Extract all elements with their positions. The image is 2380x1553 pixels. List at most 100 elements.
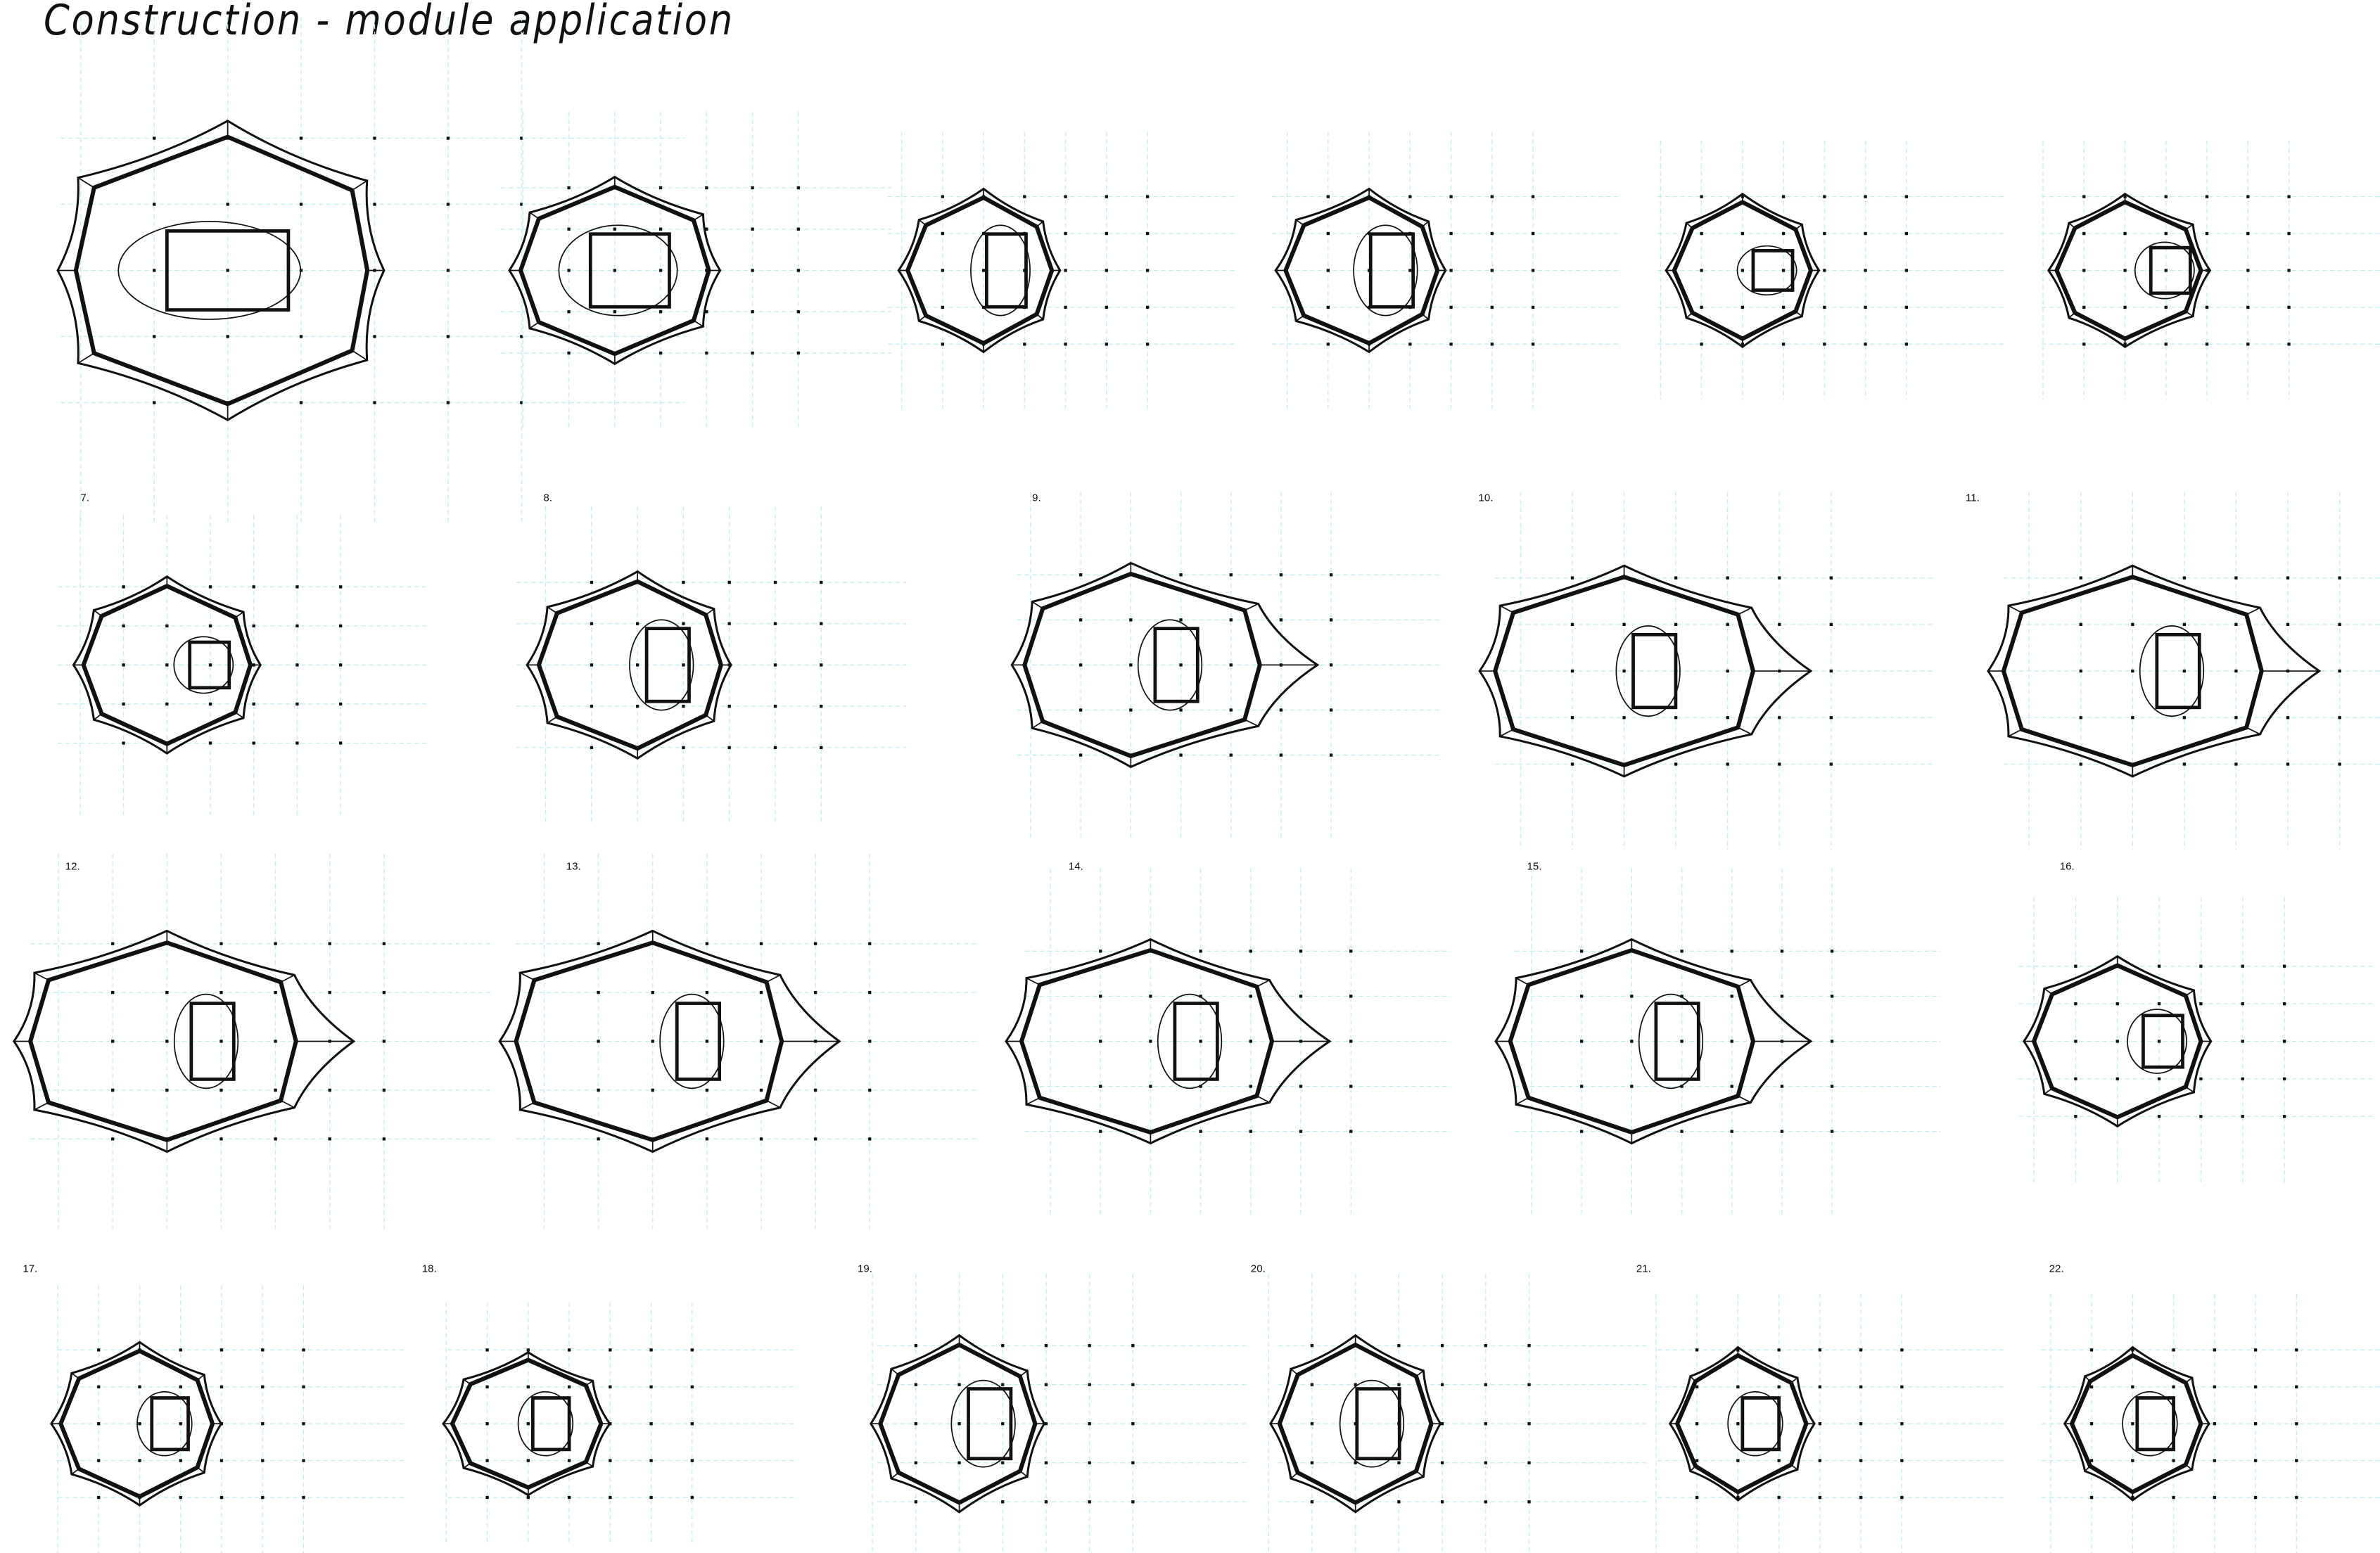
grid-points xyxy=(1700,195,1909,346)
spoke xyxy=(2185,224,2194,230)
spoke xyxy=(2185,311,2194,317)
module-rectangle xyxy=(1368,232,1415,309)
module-ellipse xyxy=(1339,1379,1405,1468)
module-diagram-10: 10. xyxy=(1478,492,1935,850)
grid-points xyxy=(1326,195,1535,346)
spoke xyxy=(918,314,927,322)
spoke xyxy=(1031,601,1043,609)
diagram-number: 19. xyxy=(858,1263,872,1274)
spoke xyxy=(693,213,704,221)
diagram-number: 12. xyxy=(65,861,80,873)
grid-points xyxy=(97,1348,305,1500)
spoke xyxy=(529,212,540,219)
module-rectangle xyxy=(1153,627,1199,703)
module-diagram-13: 13. xyxy=(498,854,978,1229)
module-rectangle xyxy=(644,627,691,703)
module-diagram-1 xyxy=(56,16,685,525)
diagram-number: 9. xyxy=(1032,492,1041,504)
module-rectangle xyxy=(1355,1387,1401,1461)
module-diagram-20: 20. xyxy=(1251,1263,1648,1553)
spoke xyxy=(71,1468,79,1475)
module-ellipse xyxy=(558,224,678,317)
module-ellipse xyxy=(117,221,302,320)
spoke xyxy=(1256,1095,1270,1104)
diagram-number: 20. xyxy=(1251,1263,1266,1274)
construction-grid xyxy=(1268,1274,1648,1553)
module-rectangle xyxy=(150,1396,190,1452)
module-diagram-14: 14. xyxy=(1005,861,1451,1215)
spoke xyxy=(1737,1095,1751,1104)
spoke xyxy=(2085,1465,2091,1472)
grid-points xyxy=(1079,573,1333,757)
spoke xyxy=(2246,607,2260,615)
module-rectangle xyxy=(1751,249,1795,292)
construction-grid xyxy=(1024,868,1451,1215)
spoke xyxy=(1795,224,1802,230)
spoke xyxy=(1686,312,1693,319)
module-diagram-15: 15. xyxy=(1494,861,1941,1215)
diagram-number: 7. xyxy=(80,492,89,504)
module-ellipse xyxy=(1736,245,1797,296)
spoke xyxy=(1415,1370,1424,1377)
construction-grid xyxy=(516,854,978,1229)
spoke xyxy=(1790,1377,1798,1383)
spoke xyxy=(2068,312,2075,319)
grid-points xyxy=(485,1348,694,1500)
spoke xyxy=(2008,729,2023,737)
spoke xyxy=(529,321,540,329)
grid-points xyxy=(567,186,801,355)
diagram-number: 17. xyxy=(23,1263,37,1274)
spoke xyxy=(585,1380,594,1386)
grid-points xyxy=(153,136,523,404)
spoke xyxy=(1019,1370,1028,1377)
construction-grid xyxy=(1515,868,1941,1215)
module-rectangle xyxy=(675,1002,722,1081)
spoke xyxy=(1256,979,1270,988)
spoke xyxy=(1026,977,1041,985)
module-rectangle xyxy=(967,1387,1013,1461)
spoke xyxy=(77,352,95,364)
construction-grid xyxy=(57,515,427,815)
construction-grid xyxy=(500,112,891,429)
module-diagram-6 xyxy=(2041,140,2380,400)
module-rectangle xyxy=(1741,1396,1781,1452)
spoke xyxy=(585,1461,594,1467)
module-diagram-8: 8. xyxy=(516,492,907,824)
spoke xyxy=(766,1099,781,1108)
spoke xyxy=(1026,1097,1041,1106)
module-ellipse xyxy=(1615,625,1681,717)
module-ellipse xyxy=(2139,625,2205,717)
module-diagram-7: 7. xyxy=(57,492,427,815)
spoke xyxy=(1790,1464,1798,1471)
spoke xyxy=(1499,605,1514,613)
construction-grid xyxy=(2003,492,2380,850)
module-ellipse xyxy=(173,993,239,1089)
spoke xyxy=(547,716,558,724)
spoke xyxy=(1515,977,1529,985)
spoke xyxy=(352,350,368,361)
module-diagram-9: 9. xyxy=(1010,492,1443,838)
spoke xyxy=(891,1368,899,1376)
diagram-number: 16. xyxy=(2060,861,2075,873)
spoke xyxy=(1422,221,1430,227)
spoke xyxy=(463,1379,471,1385)
diagram-number: 18. xyxy=(422,1263,437,1274)
spoke xyxy=(93,609,103,617)
outer-shell xyxy=(49,1341,223,1507)
spoke xyxy=(234,712,244,719)
spoke xyxy=(891,1472,899,1479)
spoke xyxy=(2185,990,2194,997)
module-rectangle xyxy=(2142,1014,2184,1069)
grid-points xyxy=(914,1343,1135,1504)
construction-grid xyxy=(1657,140,2006,400)
diagram-number: 10. xyxy=(1478,492,1493,504)
module-rectangle xyxy=(188,640,231,690)
spoke xyxy=(196,1374,205,1381)
spoke xyxy=(547,606,558,614)
spoke xyxy=(93,713,103,721)
spoke xyxy=(1499,729,1514,737)
module-ellipse xyxy=(1727,1391,1783,1457)
spoke xyxy=(1515,1097,1529,1106)
module-diagram-11: 11. xyxy=(1966,492,2380,850)
spoke xyxy=(2085,1376,2091,1382)
